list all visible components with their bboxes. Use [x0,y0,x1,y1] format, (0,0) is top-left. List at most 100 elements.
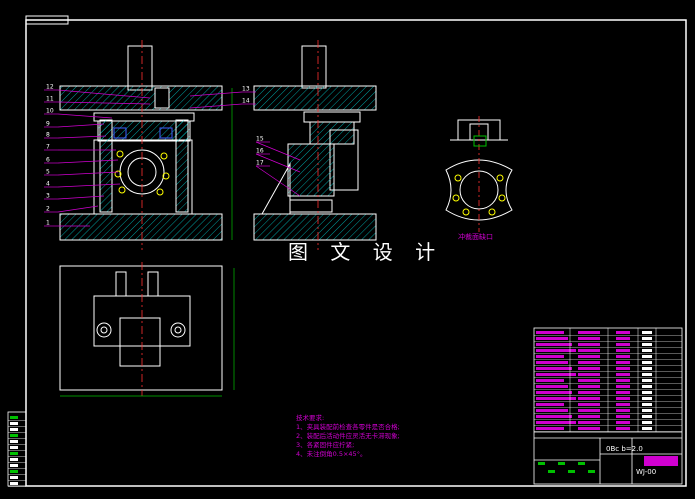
part-number: 8 [46,132,50,139]
part-number: 13 [242,86,250,93]
strip-cell [10,428,18,431]
bom-cell-name [536,421,576,424]
leader-line [57,205,99,213]
bom-cell-name [536,373,576,376]
part-number: 4 [46,181,50,188]
bom-cell-qty [616,367,630,370]
detail-view-holes [452,174,506,216]
part-number: 1 [46,220,50,227]
bom-cell-material [642,409,652,412]
side-view [253,45,377,241]
bom-cell-qty [616,427,630,430]
bom-cell-spec [578,379,600,382]
bom-cell-qty [616,343,630,346]
bom-cell-spec [578,385,600,388]
bom-cell-material [642,355,652,358]
strip-cell [10,482,18,485]
bom-cell-name [536,385,568,388]
bom-cell-spec [578,403,600,406]
bom-cell-spec [578,331,600,334]
bom-cell-qty [616,355,630,358]
bom-cell-material [642,349,652,352]
bom-cell-material [642,343,652,346]
bom-cell-qty [616,373,630,376]
bom-cell-name [536,403,564,406]
leader-line [57,135,107,139]
bom-cell-material [642,385,652,388]
detail-highlight [473,135,487,147]
technical-notes: 技术要求: 1、夹具装配前检查各零件是否合格; 2、装配后活动件应灵活无卡滞现象… [296,414,400,459]
bom-cell-name [536,349,576,352]
notes-item-1: 1、夹具装配前检查各零件是否合格; [296,423,400,431]
bom-cell-material [642,361,652,364]
leader-line [57,123,105,128]
bom-cell-name [536,355,564,358]
bom-cell-name [536,367,572,370]
strip-cell [10,446,18,449]
bom-cell-qty [616,403,630,406]
sheet-border [25,19,687,487]
leader-line [57,195,105,200]
tb-green-cell [578,462,585,465]
bom-cell-qty [616,415,630,418]
front-view [59,45,223,241]
leader-line [255,165,301,197]
section-caption: 冲裁面缺口 [458,233,493,241]
leader-line [57,89,151,99]
bom-cell-name [536,391,572,394]
bom-cell-material [642,421,652,424]
bom-cell-spec [578,421,600,424]
part-number: 10 [46,108,54,115]
part-number: 3 [46,193,50,200]
strip-cell [10,452,18,455]
bom-cell-spec [578,367,600,370]
left-edge-strip [7,411,27,487]
bom-cell-qty [616,385,630,388]
bom-cell-spec [578,355,600,358]
bom-cell-spec [578,415,600,418]
bom-cell-qty [616,379,630,382]
bom-cell-qty [616,397,630,400]
bom-cell-qty [616,361,630,364]
bom-cell-qty [616,349,630,352]
leader-line [255,141,301,161]
part-number: 14 [242,98,250,105]
leader-line [57,183,121,188]
leader-line [57,171,119,176]
bom-cell-qty [616,421,630,424]
part-number: 11 [46,96,54,103]
code-box [25,15,69,25]
tb-magenta-cell [644,456,678,466]
notes-item-4: 4、未注倒角0.5×45°。 [296,450,367,458]
strip-cell [10,434,18,437]
bom-cell-qty [616,391,630,394]
bom-cell-name [536,427,564,430]
part-number: 6 [46,157,50,164]
bom-cell-spec [578,409,600,412]
strip-cell [10,470,18,473]
bom-cell-spec [578,397,600,400]
title-block-code: WJ-00 [636,468,657,476]
bom-cell-name [536,397,576,400]
bill-of-materials [534,328,682,473]
bom-cell-name [536,409,568,412]
bom-cell-material [642,427,652,430]
leader-line [189,103,243,109]
part-number: 5 [46,169,50,176]
bom-cell-spec [578,427,600,430]
bom-cell-material [642,331,652,334]
bom-cell-name [536,415,572,418]
tb-green-cell [588,470,595,473]
bom-cell-material [642,379,652,382]
watermark: 图 文 设 计 [288,240,444,264]
bom-cell-qty [616,331,630,334]
bom-cell-qty [616,337,630,340]
part-number: 16 [256,148,264,155]
bom-cell-spec [578,337,600,340]
bom-cell-name [536,379,564,382]
bom-cell-spec [578,349,600,352]
leader-line [57,101,151,105]
leader-line [255,153,301,173]
part-number: 7 [46,144,50,151]
